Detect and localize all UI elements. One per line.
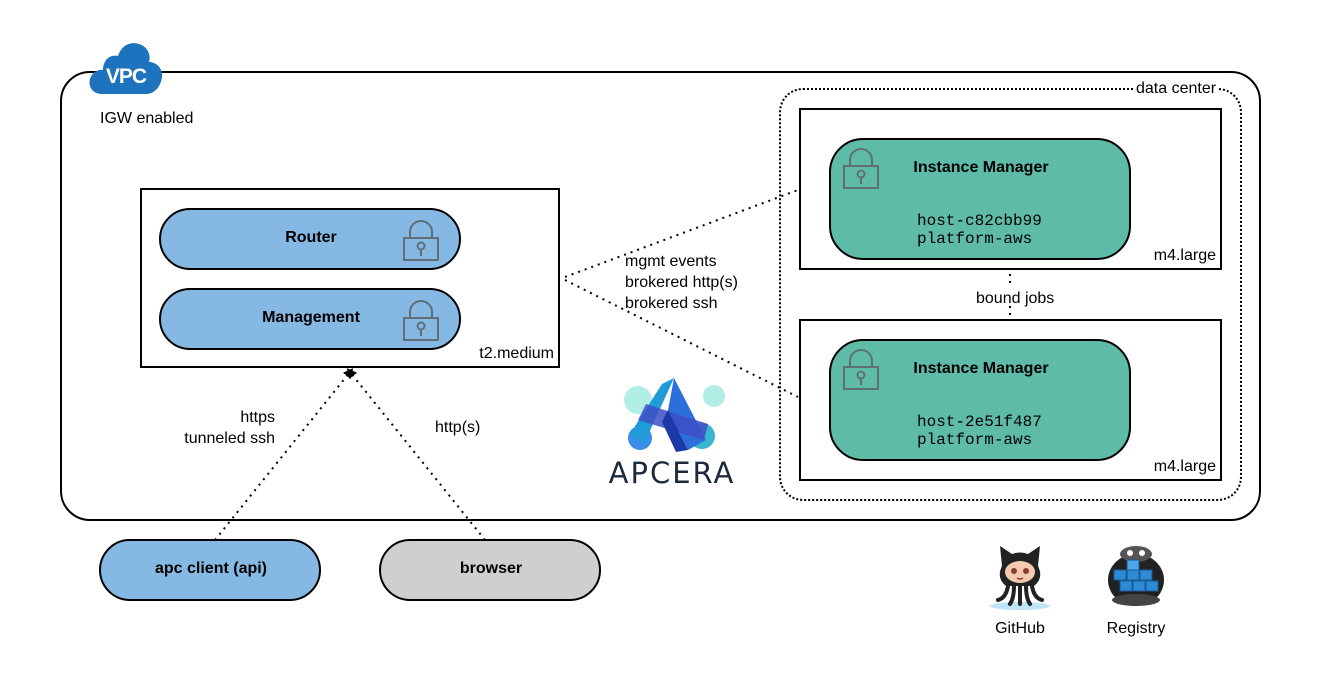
- mgmt-events-label: mgmt events: [625, 253, 717, 270]
- platform-id: platform-aws: [917, 230, 1033, 248]
- data-center-region: [779, 88, 1242, 501]
- browser-link: [346, 368, 486, 541]
- router-pill[interactable]: Router: [159, 208, 461, 270]
- apcera-mark-icon: [624, 378, 725, 452]
- brokered-ssh-label: brokered ssh: [625, 295, 718, 312]
- instance-manager-pill[interactable]: Instance Manager host-2e51f487 platform-…: [829, 339, 1131, 461]
- instance-type-label: m4.large: [1153, 458, 1216, 475]
- https-label: https: [240, 409, 275, 426]
- management-pill[interactable]: Management: [159, 288, 461, 350]
- mgmt-link-bottom: [564, 279, 799, 398]
- brokered-http-label: brokered http(s): [625, 274, 738, 291]
- router-label: Router: [285, 229, 337, 246]
- lock-icon: [843, 349, 879, 390]
- apcera-logo: APCERA: [602, 372, 742, 498]
- registry-label: Registry: [1106, 620, 1166, 637]
- lock-icon: [843, 148, 879, 189]
- instance-manager-pill[interactable]: Instance Manager host-c82cbb99 platform-…: [829, 138, 1131, 260]
- host-id: host-2e51f487: [917, 413, 1042, 431]
- browser-pill[interactable]: browser: [379, 539, 601, 601]
- instance-type-label: m4.large: [1153, 247, 1216, 264]
- management-label: Management: [262, 309, 360, 326]
- data-center-label: data center: [1134, 78, 1219, 99]
- vpc-badge-label: VPC: [105, 65, 147, 88]
- instance-manager-title: Instance Manager: [913, 360, 1049, 377]
- github-service[interactable]: GitHub: [978, 540, 1062, 640]
- lock-icon: [403, 220, 439, 261]
- vpc-subtitle: IGW enabled: [100, 110, 194, 127]
- browser-label: browser: [459, 560, 523, 577]
- tunneled-ssh-label: tunneled ssh: [184, 430, 275, 447]
- apcera-wordmark: APCERA: [608, 456, 736, 490]
- vpc-container: [60, 71, 1261, 521]
- apc-client-pill[interactable]: apc client (api): [99, 539, 321, 601]
- docker-registry-icon: [1108, 546, 1164, 606]
- host-id: host-c82cbb99: [917, 212, 1042, 230]
- registry-service[interactable]: Registry: [1094, 540, 1178, 640]
- vpc-cloud-icon: VPC: [88, 38, 164, 98]
- lock-icon: [403, 300, 439, 341]
- github-octocat-icon: [990, 546, 1050, 610]
- router-instance-type: t2.medium: [479, 345, 554, 362]
- http-label: http(s): [435, 419, 481, 436]
- platform-id: platform-aws: [917, 431, 1033, 449]
- api-client-link: [214, 368, 354, 541]
- apc-client-label: apc client (api): [154, 560, 268, 577]
- bound-jobs-label: bound jobs: [976, 290, 1055, 307]
- github-label: GitHub: [995, 620, 1045, 637]
- instance-manager-title: Instance Manager: [913, 159, 1049, 176]
